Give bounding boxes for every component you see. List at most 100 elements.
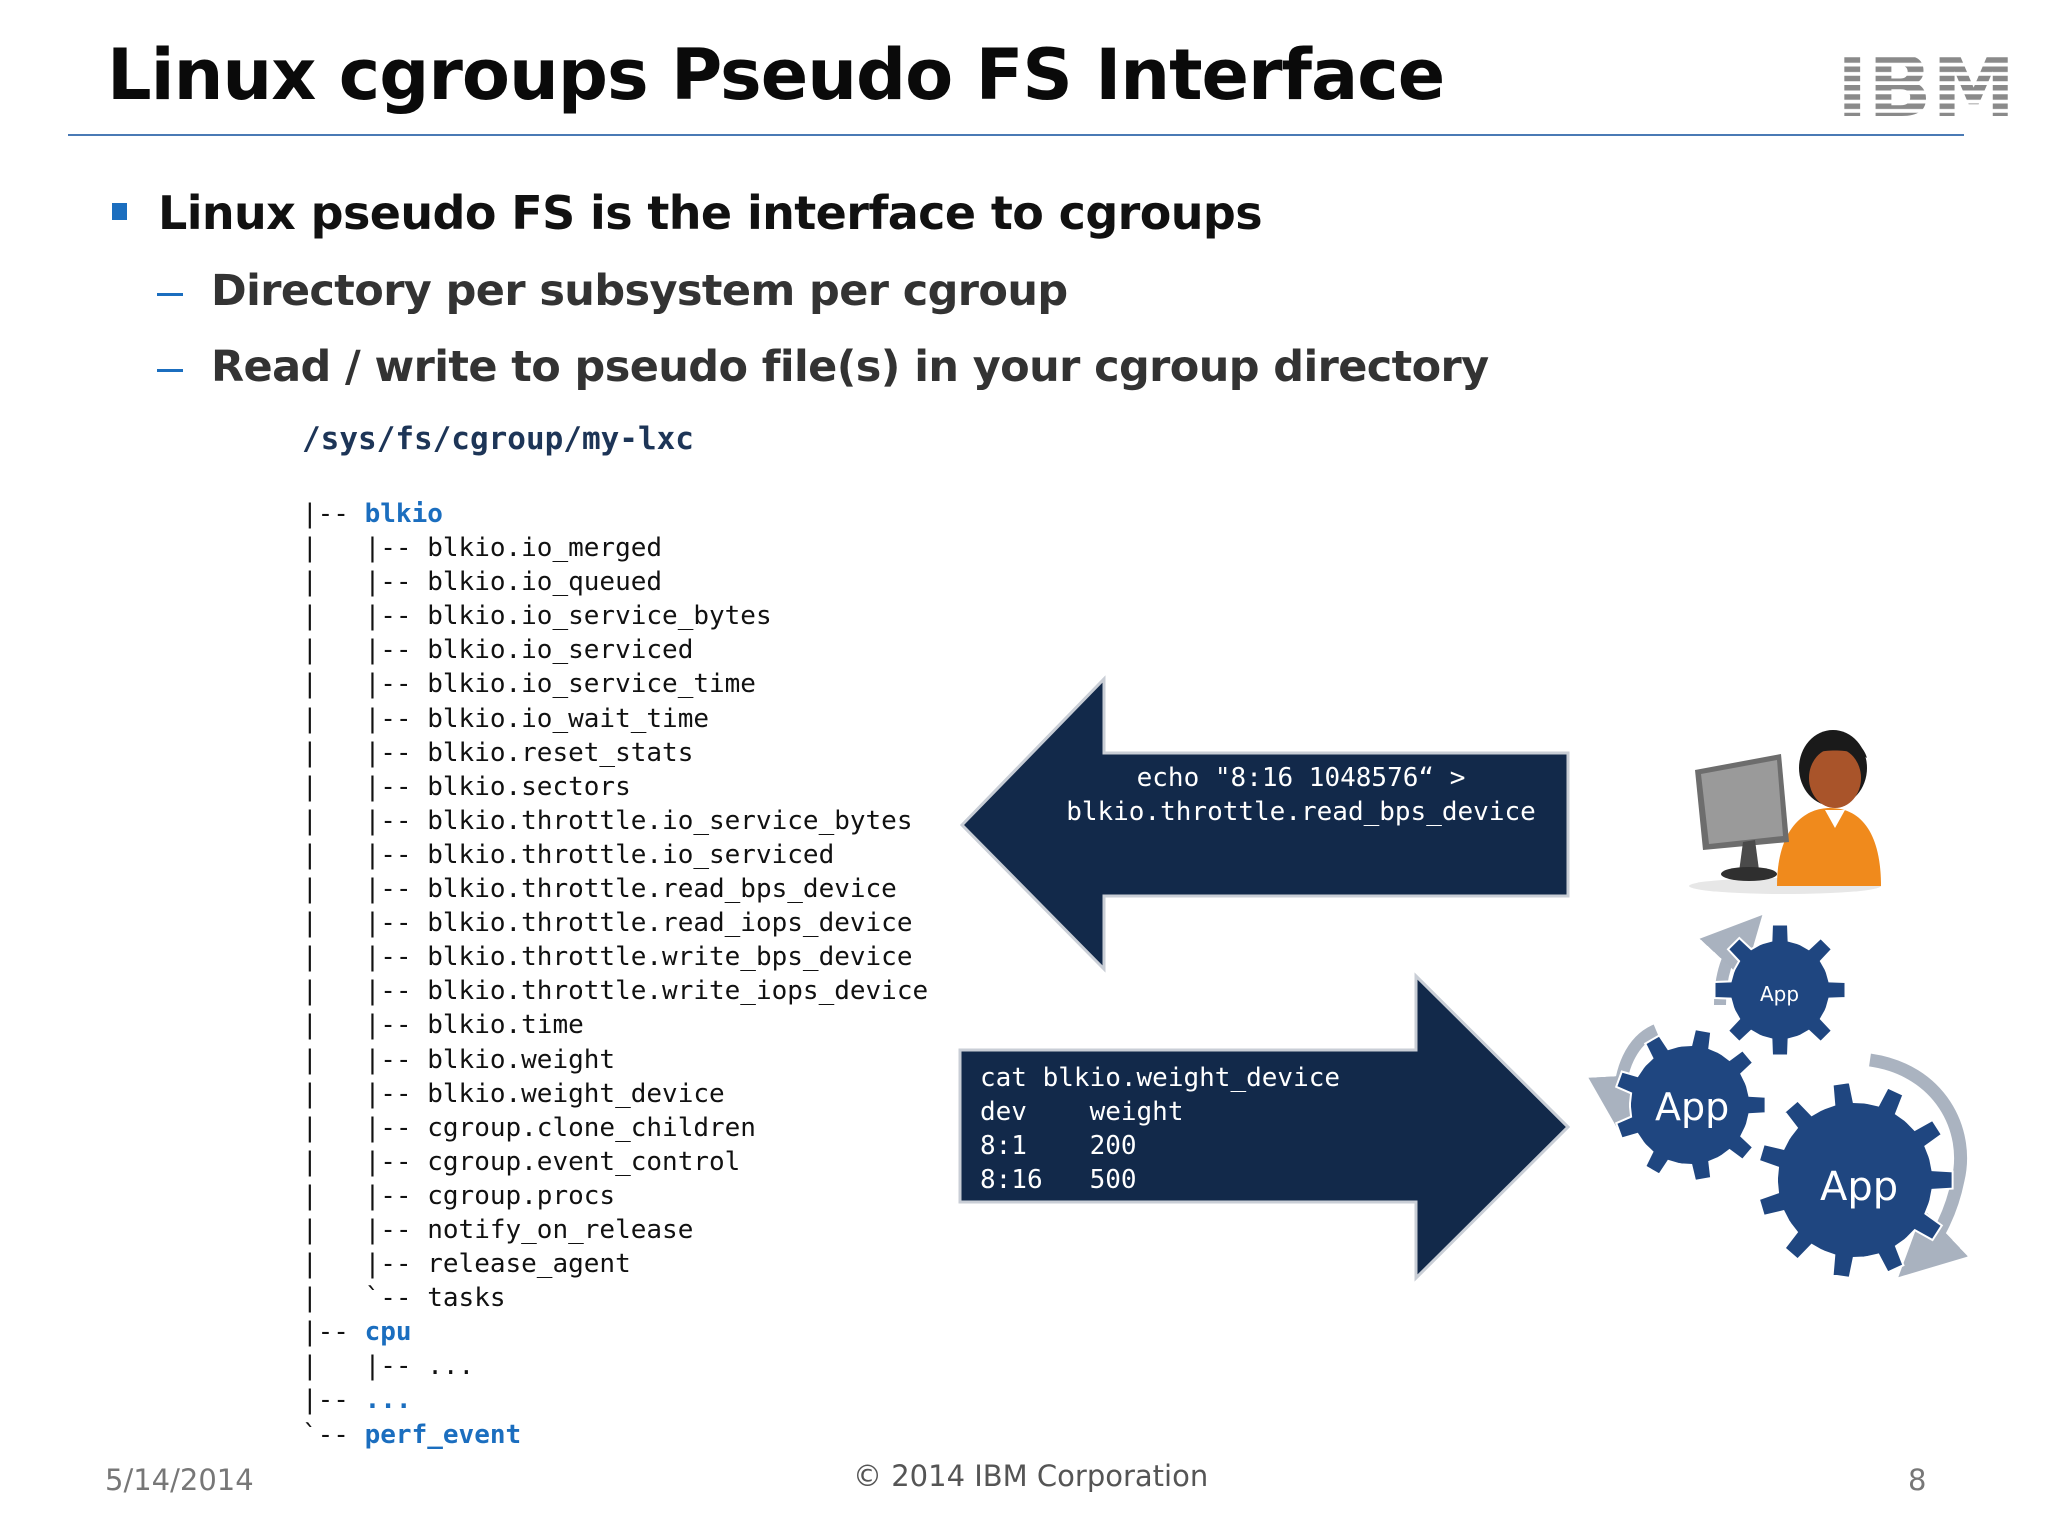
gear-label-small: App	[1760, 982, 1800, 1006]
tree-entry: | |-- blkio.throttle.write_iops_device	[302, 974, 928, 1008]
tree-subsystem-dir: cpu	[364, 1317, 412, 1348]
tree-file: blkio.io_wait_time	[427, 703, 709, 734]
bullet-main: Linux pseudo FS is the interface to cgro…	[158, 186, 1263, 240]
tree-branch: | |--	[302, 805, 428, 836]
dash-bullet-icon	[157, 369, 183, 372]
tree-entry: | |-- blkio.weight_device	[302, 1077, 928, 1111]
tree-entry: | |-- cgroup.event_control	[302, 1145, 928, 1179]
gear-medium-icon	[1614, 1028, 1767, 1182]
tree-branch: | |--	[302, 703, 428, 734]
tree-file: blkio.io_serviced	[427, 635, 694, 666]
read-arrow-shape	[958, 972, 1571, 1282]
tree-file: blkio.throttle.io_service_bytes	[427, 805, 913, 836]
tree-file: release_agent	[427, 1249, 631, 1280]
tree-file: blkio.io_merged	[427, 533, 663, 564]
bullet-sub-1: Directory per subsystem per cgroup	[211, 266, 1068, 316]
tree-file: ...	[427, 1351, 475, 1382]
tree-entry: | |-- release_agent	[302, 1247, 928, 1281]
tree-branch: | |--	[302, 1010, 428, 1041]
tree-entry: | |-- cgroup.clone_children	[302, 1111, 928, 1145]
write-arrow	[959, 675, 1570, 973]
tree-branch: |--	[302, 499, 365, 529]
footer-copyright: © 2014 IBM Corporation	[853, 1459, 1209, 1493]
tree-entry: | |-- blkio.io_wait_time	[302, 702, 928, 736]
tree-entry: |-- blkio	[302, 497, 928, 531]
svg-text:IBM: IBM	[1840, 48, 2012, 122]
tree-subsystem-dir: ...	[364, 1385, 412, 1416]
bullet-square-icon	[112, 203, 127, 220]
tree-branch: | |--	[302, 669, 428, 700]
tree-branch: |--	[302, 1317, 365, 1348]
tree-subsystem-dir: blkio	[364, 499, 443, 529]
user-at-computer-icon	[1689, 730, 1881, 894]
tree-entry: | |-- blkio.io_service_bytes	[302, 599, 928, 633]
tree-file: blkio.throttle.write_iops_device	[427, 976, 929, 1007]
tree-entry: | |-- blkio.reset_stats	[302, 736, 928, 770]
tree-branch: `--	[302, 1419, 365, 1450]
tree-entry: | |-- ...	[302, 1349, 928, 1383]
tree-entry: | |-- blkio.io_queued	[302, 565, 928, 599]
echo-command: echo "8:16 1048576“ > blkio.throttle.rea…	[1066, 763, 1536, 827]
tree-file: blkio.io_queued	[427, 567, 663, 598]
tree-branch: | |--	[302, 737, 428, 768]
tree-entry: | |-- blkio.throttle.read_iops_device	[302, 906, 928, 940]
tree-subsystem-dir: perf_event	[364, 1419, 522, 1450]
tree-file: cgroup.procs	[427, 1180, 616, 1211]
page-number: 8	[1908, 1463, 1927, 1497]
tree-branch: | |--	[302, 1214, 428, 1245]
tree-branch: | |--	[302, 1112, 428, 1143]
tree-branch: | |--	[302, 567, 428, 598]
tree-entry: | |-- blkio.throttle.io_service_bytes	[302, 804, 928, 838]
tree-entry: | |-- blkio.time	[302, 1008, 928, 1042]
tree-branch: | |--	[302, 839, 428, 870]
tree-entry: | |-- blkio.throttle.io_serviced	[302, 838, 928, 872]
slide-title: Linux cgroups Pseudo FS Interface	[107, 34, 1445, 116]
footer-date: 5/14/2014	[105, 1463, 254, 1497]
tree-file: blkio.throttle.io_serviced	[427, 839, 835, 870]
tree-entry: |-- cpu	[302, 1315, 928, 1349]
tree-entry: | |-- notify_on_release	[302, 1213, 928, 1247]
tree-entry: | |-- blkio.io_merged	[302, 531, 928, 565]
tree-entry: | |-- blkio.throttle.write_bps_device	[302, 940, 928, 974]
tree-entry: | |-- cgroup.procs	[302, 1179, 928, 1213]
tree-branch: | |--	[302, 533, 428, 564]
tree-branch: |--	[302, 1385, 365, 1416]
tree-entry: | |-- blkio.weight	[302, 1043, 928, 1077]
tree-file: blkio.reset_stats	[427, 737, 694, 768]
gear-small-icon	[1713, 923, 1847, 1057]
tree-branch: | |--	[302, 942, 428, 973]
tree-branch: | `--	[302, 1283, 428, 1314]
write-arrow-shape	[959, 675, 1570, 973]
title-divider	[68, 134, 1964, 136]
tree-entry: | |-- blkio.sectors	[302, 770, 928, 804]
tree-entry: | |-- blkio.throttle.read_bps_device	[302, 872, 928, 906]
tree-branch: | |--	[302, 601, 428, 632]
tree-file: tasks	[427, 1283, 506, 1314]
tree-branch: | |--	[302, 1078, 428, 1109]
tree-entry: `-- perf_event	[302, 1418, 928, 1452]
tree-entry: | |-- blkio.io_service_time	[302, 667, 928, 701]
tree-branch: | |--	[302, 874, 428, 905]
ibm-logo: IBM	[1840, 48, 2012, 122]
tree-branch: | |--	[302, 1249, 428, 1280]
gears-illustration	[1588, 914, 1968, 1280]
bullet-sub-2: Read / write to pseudo file(s) in your c…	[211, 342, 1489, 392]
tree-file: blkio.throttle.read_bps_device	[427, 874, 897, 905]
tree-file: blkio.io_service_time	[427, 669, 756, 700]
cgroup-path: /sys/fs/cgroup/my-lxc	[302, 421, 694, 457]
tree-file: blkio.sectors	[427, 771, 631, 802]
gear-label-medium: App	[1655, 1085, 1730, 1129]
tree-entry: |-- ...	[302, 1383, 928, 1417]
read-arrow	[958, 972, 1571, 1282]
tree-branch: | |--	[302, 1351, 428, 1382]
dash-bullet-icon	[157, 293, 183, 296]
tree-file: blkio.io_service_bytes	[427, 601, 772, 632]
cat-command-output: cat blkio.weight_device dev weight 8:1 2…	[980, 1063, 1341, 1195]
tree-entry: | `-- tasks	[302, 1281, 928, 1315]
tree-file: blkio.time	[427, 1010, 584, 1041]
tree-file: blkio.throttle.write_bps_device	[427, 942, 913, 973]
gear-label-large: App	[1820, 1164, 1899, 1210]
tree-branch: | |--	[302, 976, 428, 1007]
tree-branch: | |--	[302, 1180, 428, 1211]
tree-file: blkio.weight_device	[427, 1078, 725, 1109]
